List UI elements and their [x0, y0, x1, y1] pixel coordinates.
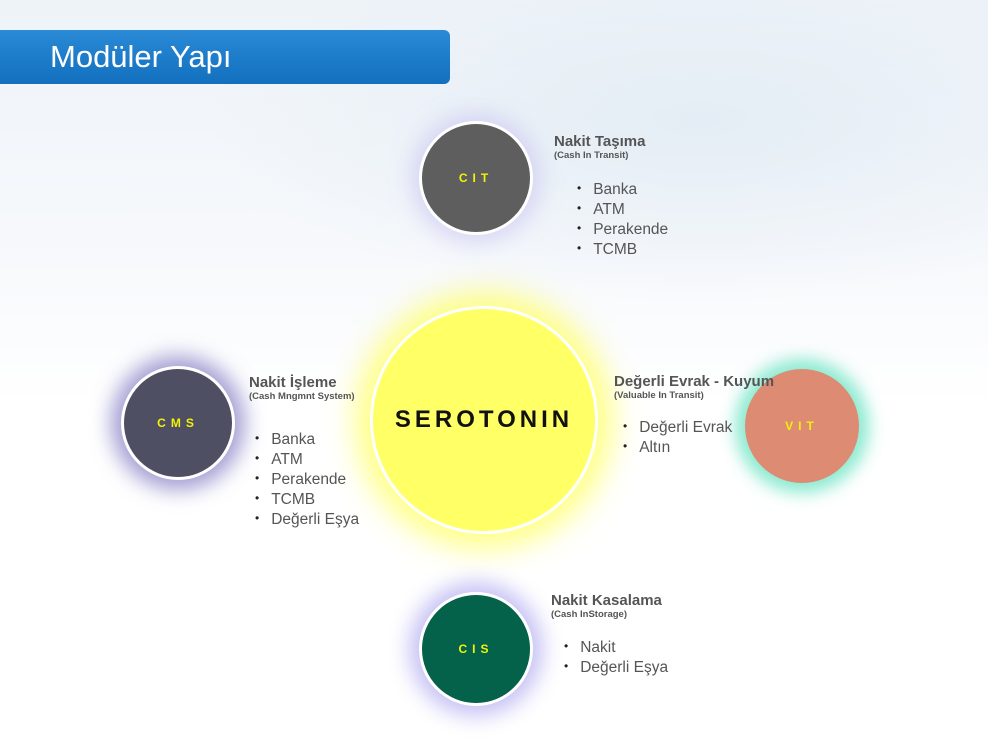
module-circle-cis: CIS: [419, 592, 533, 706]
center-circle-serotonin: SEROTONIN: [370, 306, 598, 534]
center-label: SEROTONIN: [394, 406, 574, 433]
module-code: CIT: [458, 171, 494, 185]
module-circle-cms: CMS: [121, 366, 235, 480]
module-list-cis: NakitDeğerli Eşya: [564, 638, 668, 678]
module-circle-cit: CIT: [419, 121, 533, 235]
module-code: CMS: [157, 416, 199, 430]
title-bar: Modüler Yapı: [0, 30, 450, 84]
module-list-cit: BankaATMPerakendeTCMB: [577, 180, 668, 260]
module-title-vit: Değerli Evrak - Kuyum(Valuable In Transi…: [614, 373, 775, 401]
module-title-cms: Nakit İşleme(Cash Mngmnt System): [249, 374, 355, 402]
page-title: Modüler Yapı: [50, 39, 232, 74]
module-title-cit: Nakit Taşıma(Cash In Transit): [554, 133, 646, 161]
module-title-cis: Nakit Kasalama(Cash InStorage): [551, 592, 662, 620]
module-list-cms: BankaATMPerakendeTCMBDeğerli Eşya: [255, 430, 359, 530]
module-code: VIT: [785, 419, 819, 433]
module-circle-vit: VIT: [745, 369, 859, 483]
module-list-vit: Değerli EvrakAltın: [623, 418, 732, 458]
module-code: CIS: [458, 642, 494, 656]
